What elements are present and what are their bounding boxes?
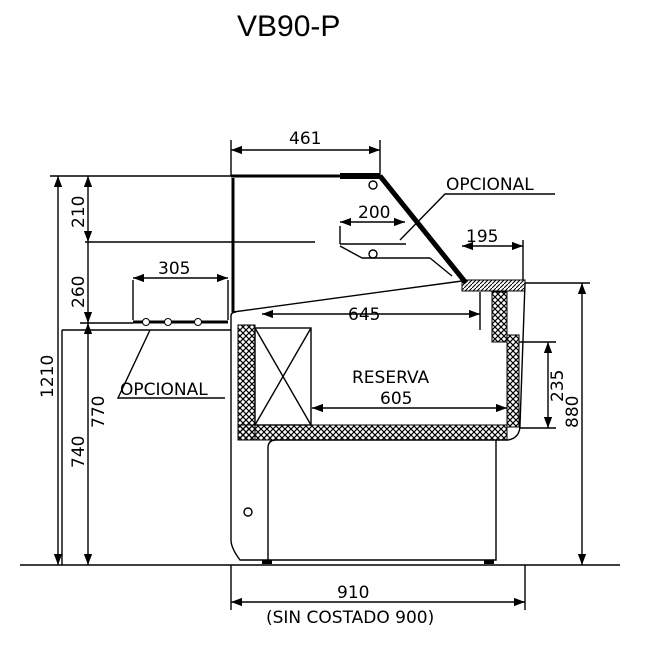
opcional-left-label: OPCIONAL: [120, 380, 208, 400]
fan-icon: [243, 507, 253, 517]
dim-1210: 1210: [38, 355, 58, 398]
light-icon: [368, 180, 378, 190]
dim-461: 461: [289, 129, 321, 149]
dim-260: 260: [69, 276, 89, 308]
opcional-top-label: OPCIONAL: [446, 175, 534, 195]
sin-costado-label: (SIN COSTADO 900): [266, 608, 434, 628]
dim-910: 910: [337, 583, 369, 603]
dim-195: 195: [466, 227, 498, 247]
dim-740: 740: [69, 436, 89, 468]
dimension-lines: [50, 140, 590, 610]
reserva-label: RESERVA: [352, 368, 430, 388]
upper-display: [85, 173, 526, 313]
dim-770: 770: [89, 396, 109, 428]
dim-880: 880: [563, 396, 583, 428]
light-icon: [368, 249, 378, 259]
dim-235: 235: [548, 370, 568, 402]
page-title: VB90-P: [237, 10, 340, 43]
cabinet: [20, 282, 620, 566]
dim-210: 210: [69, 196, 89, 228]
dim-645: 645: [348, 305, 380, 325]
dim-200: 200: [358, 203, 390, 223]
dim-305: 305: [158, 259, 190, 279]
optional-shelf: [132, 280, 229, 326]
dim-605: 605: [380, 389, 412, 409]
